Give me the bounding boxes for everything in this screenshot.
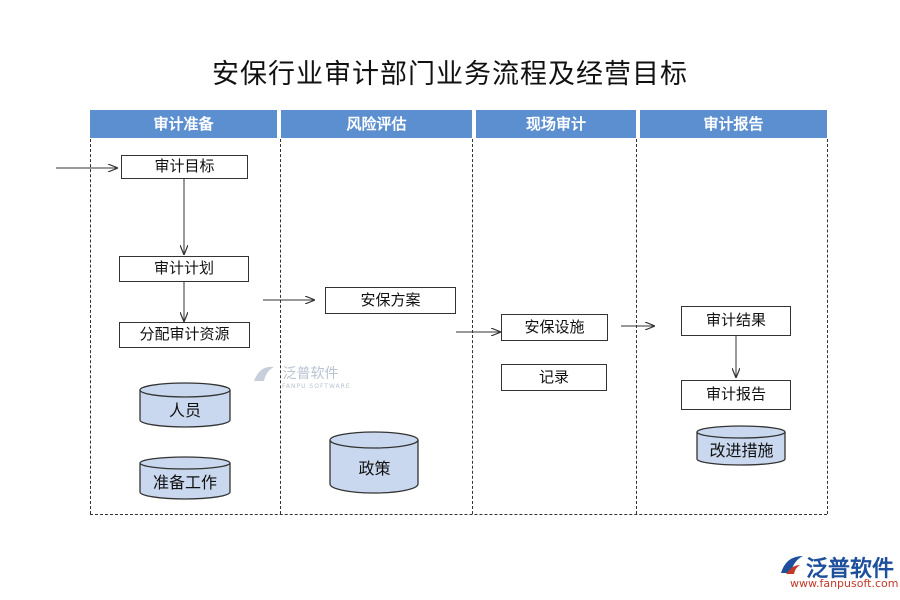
lane-bottom-border	[90, 514, 827, 515]
lane-divider	[827, 139, 828, 514]
node-allocate-resources-label: 分配审计资源	[139, 325, 230, 343]
watermark: 泛普软件 FANPU SOFTWARE	[250, 363, 351, 390]
db-personnel: 人员	[139, 382, 231, 428]
node-audit-goal: 审计目标	[121, 155, 248, 179]
lane-header-audit-prep: 审计准备	[90, 110, 277, 138]
lane-divider	[90, 139, 91, 514]
lane-divider	[472, 139, 473, 514]
node-audit-report-label: 审计报告	[705, 385, 766, 403]
node-records-label: 记录	[538, 368, 569, 386]
node-audit-result-label: 审计结果	[705, 311, 766, 329]
db-policy-label: 政策	[358, 459, 391, 478]
watermark-name: 泛普软件	[282, 366, 339, 382]
node-security-plan: 安保方案	[325, 287, 456, 314]
db-policy: 政策	[329, 431, 420, 494]
cylinder-shape	[329, 431, 419, 494]
fanpu-logo-icon	[781, 556, 803, 574]
db-improvement: 改进措施	[696, 425, 787, 467]
node-security-plan-label: 安保方案	[360, 291, 421, 309]
lane-header-audit-report: 审计报告	[640, 110, 827, 138]
node-audit-goal-label: 审计目标	[154, 157, 215, 175]
logo-name: 泛普软件	[806, 557, 895, 582]
node-audit-plan: 审计计划	[119, 256, 249, 282]
watermark-sub: FANPU SOFTWARE	[282, 383, 351, 390]
diagram-title: 安保行业审计部门业务流程及经营目标	[212, 59, 688, 90]
fanpu-logo-icon	[254, 366, 274, 381]
logo-url: www.fanpusoft.com	[790, 577, 899, 590]
lane-divider	[280, 139, 281, 514]
db-improvement-label: 改进措施	[709, 441, 774, 460]
cylinder-shape	[139, 382, 231, 428]
node-audit-result: 审计结果	[681, 306, 791, 336]
lane-header-risk-assessment: 风险评估	[281, 110, 472, 138]
node-allocate-resources: 分配审计资源	[119, 322, 250, 348]
node-audit-plan-label: 审计计划	[153, 259, 214, 277]
node-security-facilities-label: 安保设施	[524, 318, 585, 336]
db-personnel-label: 人员	[168, 401, 201, 420]
cylinder-shape	[696, 425, 786, 466]
db-prep-work-label: 准备工作	[152, 473, 217, 492]
db-prep-work: 准备工作	[139, 456, 231, 500]
node-audit-report: 审计报告	[681, 380, 791, 410]
node-security-facilities: 安保设施	[501, 314, 608, 341]
lane-header-field-audit: 现场审计	[476, 110, 636, 138]
node-records: 记录	[501, 364, 607, 391]
cylinder-shape	[139, 456, 231, 500]
